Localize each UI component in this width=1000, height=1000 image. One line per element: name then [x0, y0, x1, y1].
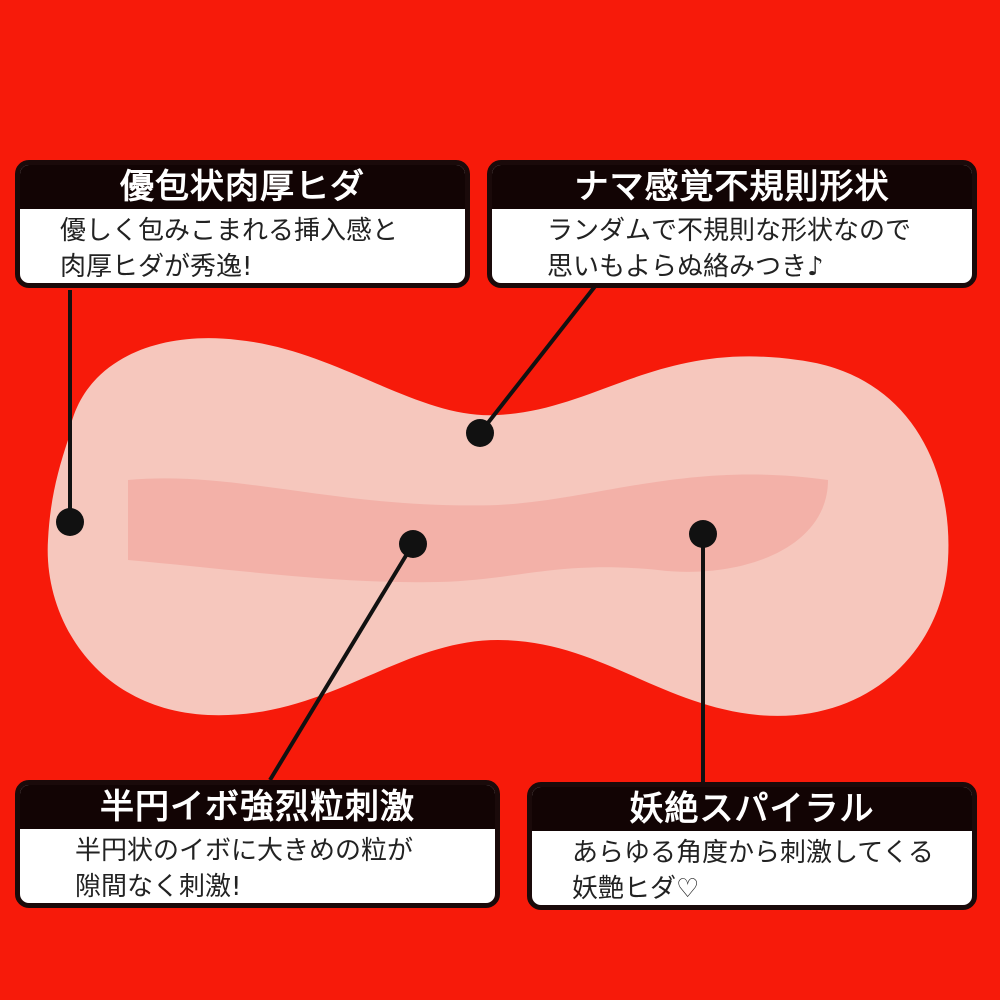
- callout-body: 優しく包みこまれる挿入感と 肉厚ヒダが秀逸!: [20, 209, 465, 283]
- product-shape: [47, 338, 949, 716]
- callout-line: ランダムで不規則な形状なので: [547, 216, 912, 246]
- callout-body: 半円状のイボに大きめの粒が 隙間なく刺激!: [20, 829, 495, 903]
- callout-top-right: ナマ感覚不規則形状 ランダムで不規則な形状なので 思いもよらぬ絡みつき♪: [487, 160, 977, 288]
- callout-bottom-right: 妖絶スパイラル あらゆる角度から刺激してくる 妖艶ヒダ♡: [527, 782, 977, 910]
- callout-line: 優しく包みこまれる挿入感と: [60, 216, 399, 246]
- callout-line: 妖艶ヒダ♡: [572, 874, 700, 904]
- callout-title: 優包状肉厚ヒダ: [20, 165, 465, 209]
- callout-body: あらゆる角度から刺激してくる 妖艶ヒダ♡: [532, 831, 972, 905]
- callout-title: 半円イボ強烈粒刺激: [20, 785, 495, 829]
- callout-line: 思いもよらぬ絡みつき♪: [547, 252, 824, 282]
- callout-line: 隙間なく刺激!: [75, 872, 242, 902]
- callout-title: ナマ感覚不規則形状: [492, 165, 972, 209]
- callout-line: 肉厚ヒダが秀逸!: [60, 252, 253, 282]
- callout-body: ランダムで不規則な形状なので 思いもよらぬ絡みつき♪: [492, 209, 972, 283]
- callout-top-left: 優包状肉厚ヒダ 優しく包みこまれる挿入感と 肉厚ヒダが秀逸!: [15, 160, 470, 288]
- callout-line: あらゆる角度から刺激してくる: [572, 838, 934, 868]
- callout-bottom-left: 半円イボ強烈粒刺激 半円状のイボに大きめの粒が 隙間なく刺激!: [15, 780, 500, 908]
- callout-line: 半円状のイボに大きめの粒が: [75, 836, 414, 866]
- callout-title: 妖絶スパイラル: [532, 787, 972, 831]
